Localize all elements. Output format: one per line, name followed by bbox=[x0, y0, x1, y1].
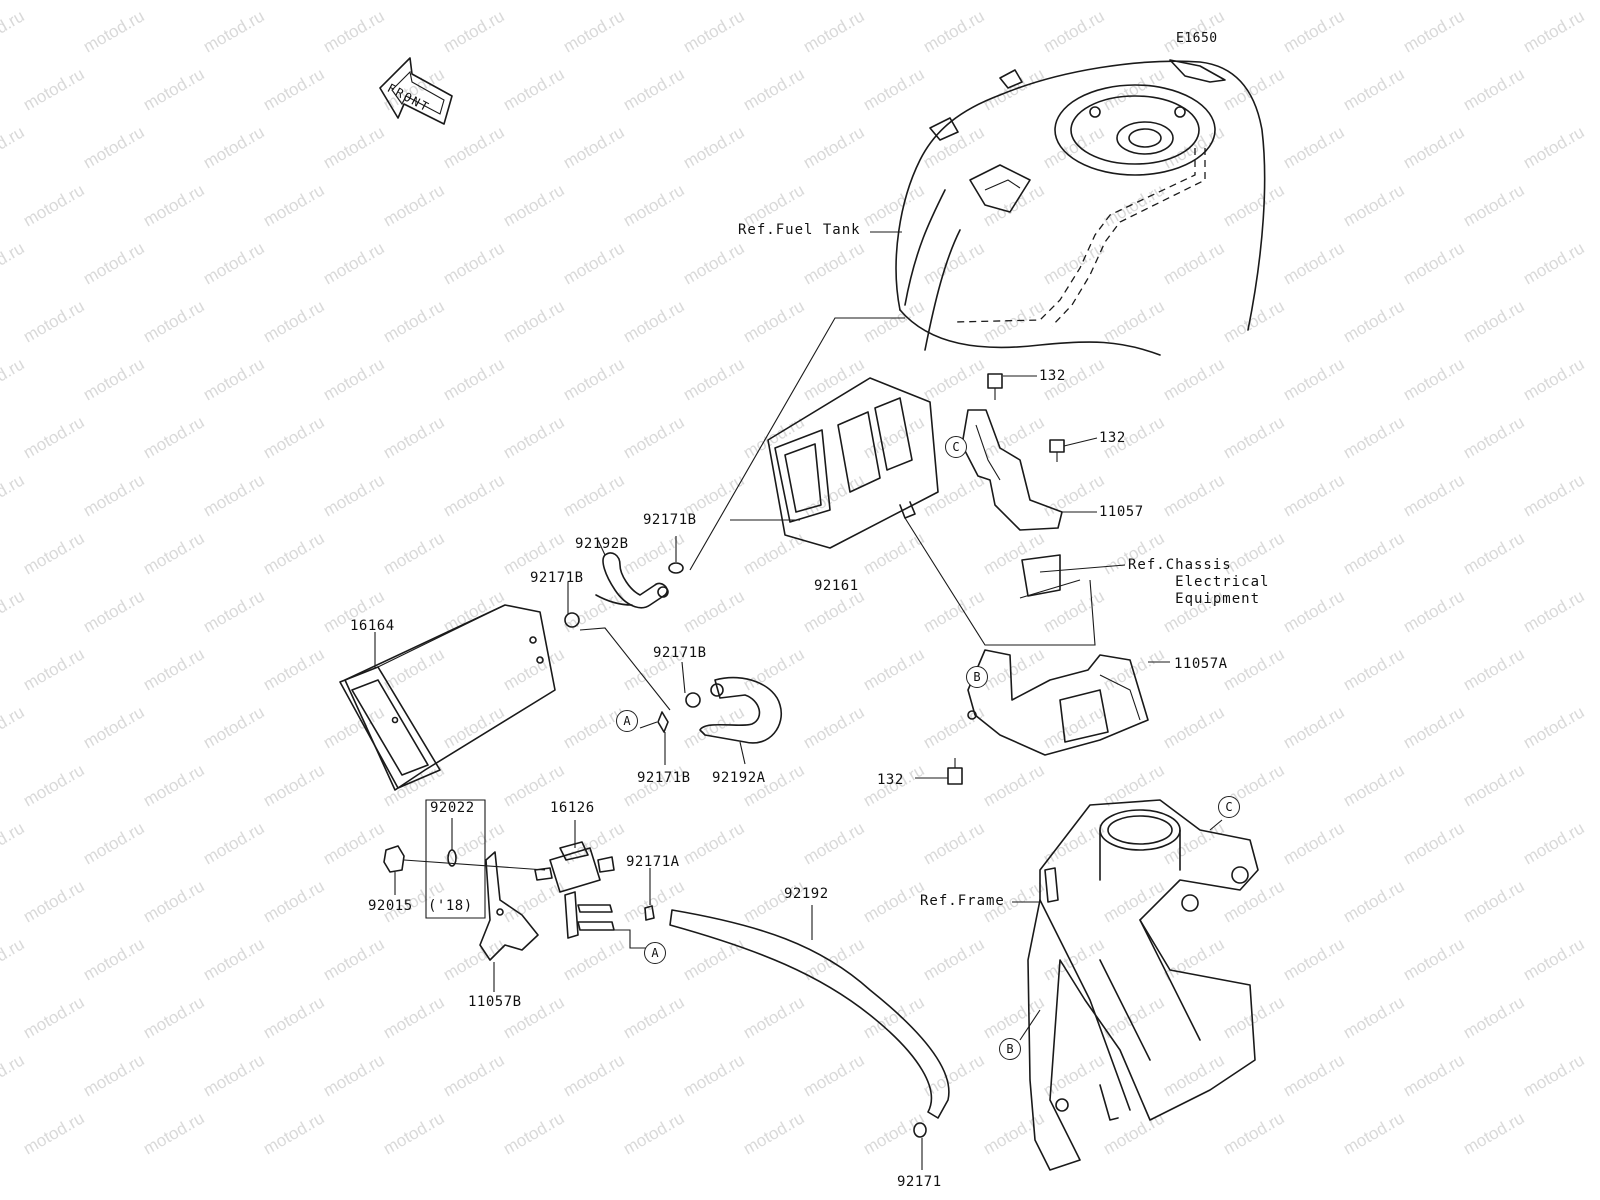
part-label-92161[interactable]: 92161 bbox=[814, 578, 859, 594]
part-label-11057b[interactable]: 11057B bbox=[468, 994, 522, 1010]
ref-fuel-tank: Ref.Fuel Tank bbox=[738, 222, 861, 238]
part-label-16164[interactable]: 16164 bbox=[350, 618, 395, 634]
frame-drawing bbox=[1027, 799, 1259, 1171]
part-label-92171[interactable]: 92171 bbox=[897, 1174, 942, 1190]
part-label-11057[interactable]: 11057 bbox=[1099, 504, 1144, 520]
hose-92192b-drawing bbox=[595, 552, 669, 609]
year-note: ('18) bbox=[428, 898, 473, 914]
part-label-92192b[interactable]: 92192B bbox=[575, 536, 629, 552]
part-label-92171b[interactable]: 92171B bbox=[653, 645, 707, 661]
hose-92192a-drawing bbox=[699, 676, 783, 744]
connector-marker-c: C bbox=[1218, 796, 1240, 818]
bolt-132-upper-drawing bbox=[987, 373, 1065, 462]
connector-marker-c: C bbox=[945, 436, 967, 458]
connector-marker-b: B bbox=[999, 1038, 1021, 1060]
front-arrow-icon bbox=[379, 57, 453, 125]
part-label-132[interactable]: 132 bbox=[1099, 430, 1126, 446]
part-label-92192[interactable]: 92192 bbox=[784, 886, 829, 902]
clip-92171a-drawing bbox=[644, 905, 655, 921]
bracket-11057-drawing bbox=[961, 409, 1063, 531]
canister-16164-drawing bbox=[339, 604, 556, 791]
hose-92192-drawing bbox=[669, 909, 950, 1119]
chassis-electrical-drawing bbox=[1019, 554, 1126, 599]
part-label-132[interactable]: 132 bbox=[877, 772, 904, 788]
part-label-92015[interactable]: 92015 bbox=[368, 898, 413, 914]
part-label-92171b[interactable]: 92171B bbox=[643, 512, 697, 528]
part-label-11057a[interactable]: 11057A bbox=[1174, 656, 1228, 672]
part-label-92171b[interactable]: 92171B bbox=[637, 770, 691, 786]
ref-frame: Ref.Frame bbox=[920, 893, 1005, 909]
bolt-132-lower-drawing bbox=[947, 758, 963, 785]
canister-cover-drawing bbox=[767, 377, 939, 549]
part-label-92192a[interactable]: 92192A bbox=[712, 770, 766, 786]
clip-92171b-drawing bbox=[564, 562, 701, 733]
diagram-code: E1650 bbox=[1176, 31, 1218, 46]
bolt-92015-drawing bbox=[383, 845, 546, 873]
connector-marker-b: B bbox=[966, 666, 988, 688]
part-label-92022[interactable]: 92022 bbox=[430, 800, 475, 816]
part-label-132[interactable]: 132 bbox=[1039, 368, 1066, 384]
part-label-92171b[interactable]: 92171B bbox=[530, 570, 584, 586]
fuel-tank-drawing bbox=[895, 59, 1266, 356]
part-label-92171a[interactable]: 92171A bbox=[626, 854, 680, 870]
part-label-16126[interactable]: 16126 bbox=[550, 800, 595, 816]
clip-92171-drawing bbox=[913, 1122, 927, 1138]
connector-marker-a: A bbox=[616, 710, 638, 732]
connector-marker-a: A bbox=[644, 942, 666, 964]
bracket-11057a-drawing bbox=[967, 649, 1149, 756]
solenoid-valve-16126-drawing bbox=[534, 841, 615, 939]
bracket-11057b-drawing bbox=[479, 851, 539, 961]
ref-chassis-electrical: Ref.Chassis Electrical Equipment bbox=[1128, 557, 1270, 607]
